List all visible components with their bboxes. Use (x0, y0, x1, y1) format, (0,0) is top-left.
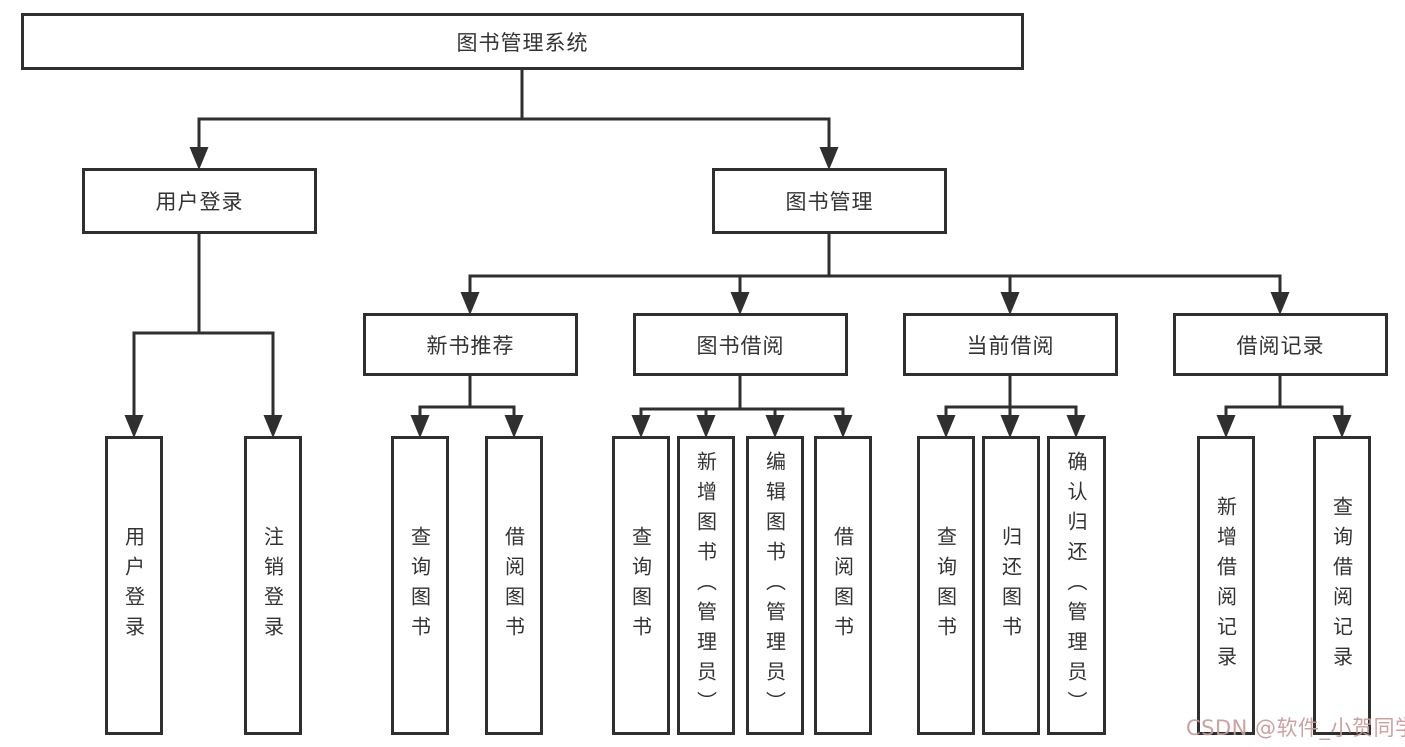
leaf-cb-query-books: 查询图书 (917, 436, 975, 735)
leaf-logout: 注销登录 (244, 436, 302, 735)
leaf-bb-add-books-admin: 新增图书（管理员） (677, 436, 735, 735)
node-book-borrowing-label: 图书借阅 (696, 333, 785, 358)
leaf-cb-confirm-return-admin-label: 确认归还（管理员） (1064, 450, 1088, 721)
leaf-cb-return-books-label: 归还图书 (998, 525, 1023, 646)
node-borrow-records-label: 借阅记录 (1236, 333, 1325, 358)
node-user-login-label: 用户登录 (155, 190, 244, 214)
node-current-borrowing: 当前借阅 (903, 313, 1118, 376)
leaf-cb-query-books-label: 查询图书 (933, 525, 958, 646)
connector-paths (132, 67, 1344, 422)
watermark: CSDN @软件_小贺同学 (1186, 716, 1405, 740)
node-new-book-recommend: 新书推荐 (363, 313, 578, 376)
leaf-cb-confirm-return-admin: 确认归还（管理员） (1047, 436, 1106, 735)
leaf-bb-add-books-admin-label: 新增图书（管理员） (693, 450, 718, 721)
leaf-bb-borrow-books: 借阅图书 (814, 436, 872, 735)
arrowheads (124, 147, 1352, 438)
leaf-user-login-label: 用户登录 (121, 525, 146, 646)
leaf-bb-query-books: 查询图书 (612, 436, 670, 735)
leaf-nbr-borrow-books-label: 借阅图书 (501, 525, 526, 646)
leaf-nbr-borrow-books: 借阅图书 (485, 436, 543, 735)
leaf-bb-edit-books-admin: 编辑图书（管理员） (746, 436, 804, 735)
node-new-book-recommend-label: 新书推荐 (426, 333, 515, 358)
leaf-bb-query-books-label: 查询图书 (628, 525, 653, 646)
leaf-br-query-record: 查询借阅记录 (1313, 436, 1371, 735)
node-root-system: 图书管理系统 (21, 13, 1024, 70)
leaf-cb-return-books: 归还图书 (982, 436, 1040, 735)
leaf-user-login: 用户登录 (105, 436, 163, 735)
leaf-bb-edit-books-admin-label: 编辑图书（管理员） (762, 450, 787, 721)
node-book-management: 图书管理 (712, 168, 947, 234)
leaf-logout-label: 注销登录 (260, 525, 285, 646)
leaf-br-query-record-label: 查询借阅记录 (1329, 495, 1354, 676)
node-book-management-label: 图书管理 (785, 190, 874, 214)
leaf-br-add-record: 新增借阅记录 (1197, 436, 1255, 735)
leaf-nbr-query-books-label: 查询图书 (407, 525, 432, 646)
node-root-system-label: 图书管理系统 (456, 30, 589, 55)
leaf-bb-borrow-books-label: 借阅图书 (830, 525, 855, 646)
node-book-borrowing: 图书借阅 (633, 313, 848, 376)
leaf-br-add-record-label: 新增借阅记录 (1213, 495, 1238, 676)
leaf-nbr-query-books: 查询图书 (391, 436, 449, 735)
node-current-borrowing-label: 当前借阅 (966, 333, 1055, 358)
node-user-login: 用户登录 (82, 168, 317, 234)
node-borrow-records: 借阅记录 (1173, 313, 1388, 376)
